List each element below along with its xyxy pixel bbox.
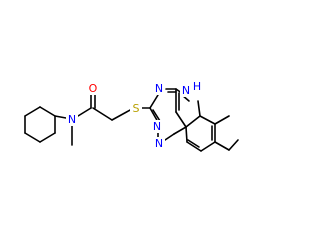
- atom-label-s-thioether: S: [130, 102, 142, 115]
- atom-label-nh-indole: N H: [180, 80, 202, 97]
- atom-n-ring-a: N: [155, 82, 163, 95]
- atom-h-indole: H: [193, 80, 201, 93]
- atom-n-indole: N: [182, 84, 190, 97]
- triazino-indole-core: [139, 88, 239, 152]
- molecule-structure: N O S N N N N H: [24, 80, 239, 152]
- atom-o-carbonyl: O: [89, 82, 98, 95]
- atom-n-amide: N: [68, 113, 76, 126]
- atom-label-n-ring-b: N: [151, 120, 163, 133]
- atom-s-thioether: S: [133, 102, 140, 115]
- atom-n-ring-c: N: [155, 137, 163, 150]
- atom-label-n-ring-c: N: [153, 137, 165, 150]
- cyclohexyl-ring: [24, 106, 56, 143]
- atom-n-ring-b: N: [153, 120, 161, 133]
- atom-label-n-amide: N: [66, 113, 78, 126]
- amide-chain: [54, 94, 133, 146]
- atom-label-n-ring-a: N: [153, 82, 165, 95]
- atom-label-o-carbonyl: O: [87, 82, 99, 95]
